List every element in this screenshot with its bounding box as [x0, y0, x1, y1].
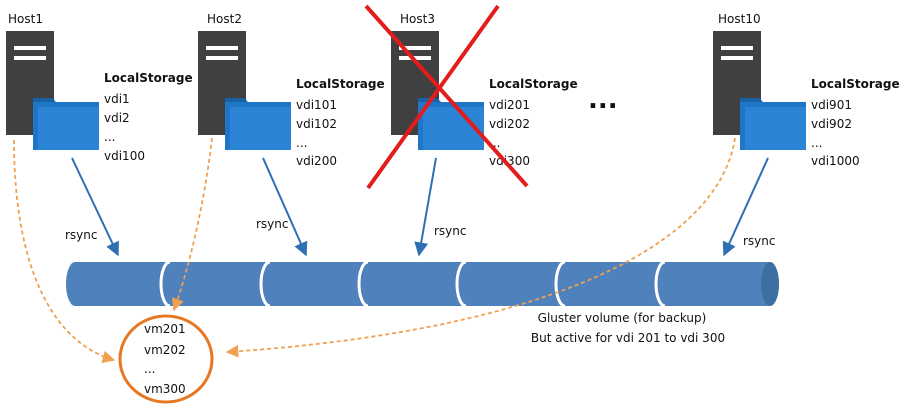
failover-arrow-host-2 [171, 137, 213, 312]
host-2-vdi-first: vdi101 [296, 98, 337, 112]
folder-icon [740, 98, 806, 150]
server-icon [6, 31, 54, 135]
host-10-vdi-ellipsis: ... [811, 136, 822, 150]
vm-first: vm201 [144, 322, 186, 336]
host-3-storage-label: LocalStorage [489, 77, 578, 91]
vm-group: vm201 vm202 ... vm300 [118, 314, 214, 404]
folder-icon [225, 98, 291, 150]
rsync-arrow-host-3 [414, 157, 437, 257]
vm-ellipsis: ... [144, 362, 155, 376]
host-2-vdi-ellipsis: ... [296, 136, 307, 150]
host-2-vdi-last: vdi200 [296, 154, 337, 168]
rsync-arrow-host-1 [71, 157, 119, 257]
host-1-vdi-second: vdi2 [104, 111, 130, 125]
rsync-label-host-10: rsync [743, 234, 776, 248]
host-10-storage-label: LocalStorage [811, 77, 900, 91]
host-10: Host10 LocalStorage vdi901 vdi902 ... vd… [713, 12, 900, 168]
host-2-vdi-second: vdi102 [296, 117, 337, 131]
host-1: Host1 LocalStorage vdi1 vdi2 ... vdi100 [6, 12, 193, 163]
rsync-arrow-host-10 [722, 157, 769, 257]
rsync-label-host-2: rsync [256, 217, 289, 231]
vm-group-circle [118, 314, 214, 404]
host-3-name: Host3 [400, 12, 435, 26]
host-1-name: Host1 [8, 12, 43, 26]
host-1-vdi-last: vdi100 [104, 149, 145, 163]
host-3-vdi-second: vdi202 [489, 117, 530, 131]
rsync-label-host-1: rsync [65, 228, 98, 242]
volume-caption-line-1: Gluster volume (for backup) [538, 311, 707, 325]
host-1-vdi-first: vdi1 [104, 92, 130, 106]
vm-second: vm202 [144, 343, 186, 357]
gluster-volume-pipe [66, 260, 779, 308]
failover-arrow-host-10 [225, 137, 736, 358]
host-3-vdi-first: vdi201 [489, 98, 530, 112]
failover-arrows [13, 137, 736, 364]
host-10-vdi-second: vdi902 [811, 117, 852, 131]
more-hosts-ellipsis: ... [588, 85, 618, 115]
host-2: Host2 LocalStorage vdi101 vdi102 ... vdi… [198, 12, 385, 168]
host-1-storage-label: LocalStorage [104, 71, 193, 85]
rsync-arrow-host-2 [262, 157, 308, 257]
vm-last: vm300 [144, 382, 186, 396]
host-2-name: Host2 [207, 12, 242, 26]
host-10-vdi-first: vdi901 [811, 98, 852, 112]
rsync-label-host-3: rsync [434, 224, 467, 238]
host-3-vdi-ellipsis: ... [489, 136, 500, 150]
failover-arrow-host-1 [13, 139, 116, 364]
host-2-storage-label: LocalStorage [296, 77, 385, 91]
host-10-name: Host10 [718, 12, 761, 26]
rsync-arrows [71, 157, 769, 257]
folder-icon [33, 98, 99, 150]
host-1-vdi-ellipsis: ... [104, 130, 115, 144]
failed-cross-icon [364, 4, 529, 190]
host-3: Host3 LocalStorage vdi201 vdi202 ... vdi… [364, 4, 578, 190]
volume-caption-line-2: But active for vdi 201 to vdi 300 [531, 331, 725, 345]
host-10-vdi-last: vdi1000 [811, 154, 860, 168]
